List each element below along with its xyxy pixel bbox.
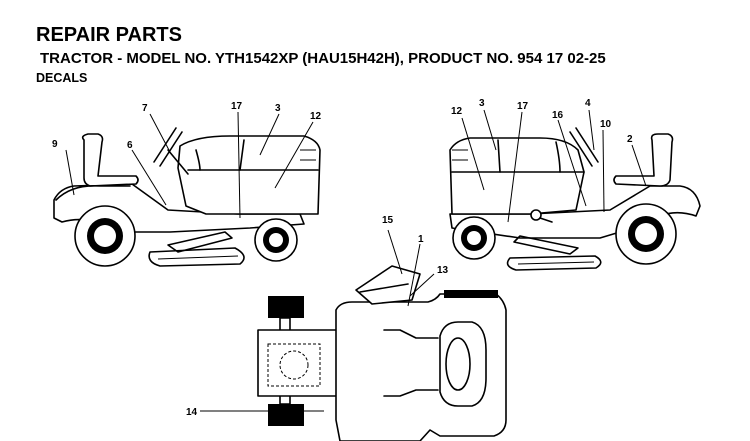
callout-4: 4 xyxy=(585,98,591,109)
hood xyxy=(177,135,321,215)
page-title: REPAIR PARTS xyxy=(36,24,182,46)
callout-17: 17 xyxy=(231,101,243,112)
callout-9: 9 xyxy=(52,139,58,150)
callout-3: 3 xyxy=(479,98,485,109)
callout-14: 14 xyxy=(186,407,198,418)
section-label: DECALS xyxy=(36,71,88,85)
mower-deck xyxy=(506,255,602,271)
discharge-chute xyxy=(355,265,421,305)
callout-12: 12 xyxy=(451,106,463,117)
tractor-left-view xyxy=(53,111,321,267)
model-subtitle: TRACTOR - MODEL NO. YTH1542XP (HAU15H42H… xyxy=(40,50,606,67)
engine-outline xyxy=(267,343,321,387)
callout-2: 2 xyxy=(627,134,633,145)
callout-1: 1 xyxy=(418,234,424,245)
fuel-cap-area xyxy=(444,290,498,298)
callout-3: 3 xyxy=(275,103,281,114)
front-tire-left xyxy=(268,296,304,318)
mower-deck xyxy=(148,247,245,267)
tractor-right-view xyxy=(449,109,701,271)
steering-wheel xyxy=(153,127,183,167)
callout-10: 10 xyxy=(600,119,612,130)
callout-17: 17 xyxy=(517,101,529,112)
seat xyxy=(81,133,139,187)
tractor-body xyxy=(53,183,305,233)
callout-15: 15 xyxy=(382,215,394,226)
callout-12: 12 xyxy=(310,111,322,122)
callout-6: 6 xyxy=(127,140,133,151)
front-tire-right xyxy=(268,404,304,426)
callout-13: 13 xyxy=(437,265,449,276)
lift-lever xyxy=(530,209,542,221)
seat xyxy=(613,133,674,187)
deck-linkage xyxy=(167,231,233,253)
tractor-top-view xyxy=(200,229,507,441)
callout-16: 16 xyxy=(552,110,564,121)
deck-linkage xyxy=(513,235,579,255)
hood xyxy=(449,137,585,215)
callout-7: 7 xyxy=(142,103,148,114)
steering-wheel xyxy=(569,127,599,167)
